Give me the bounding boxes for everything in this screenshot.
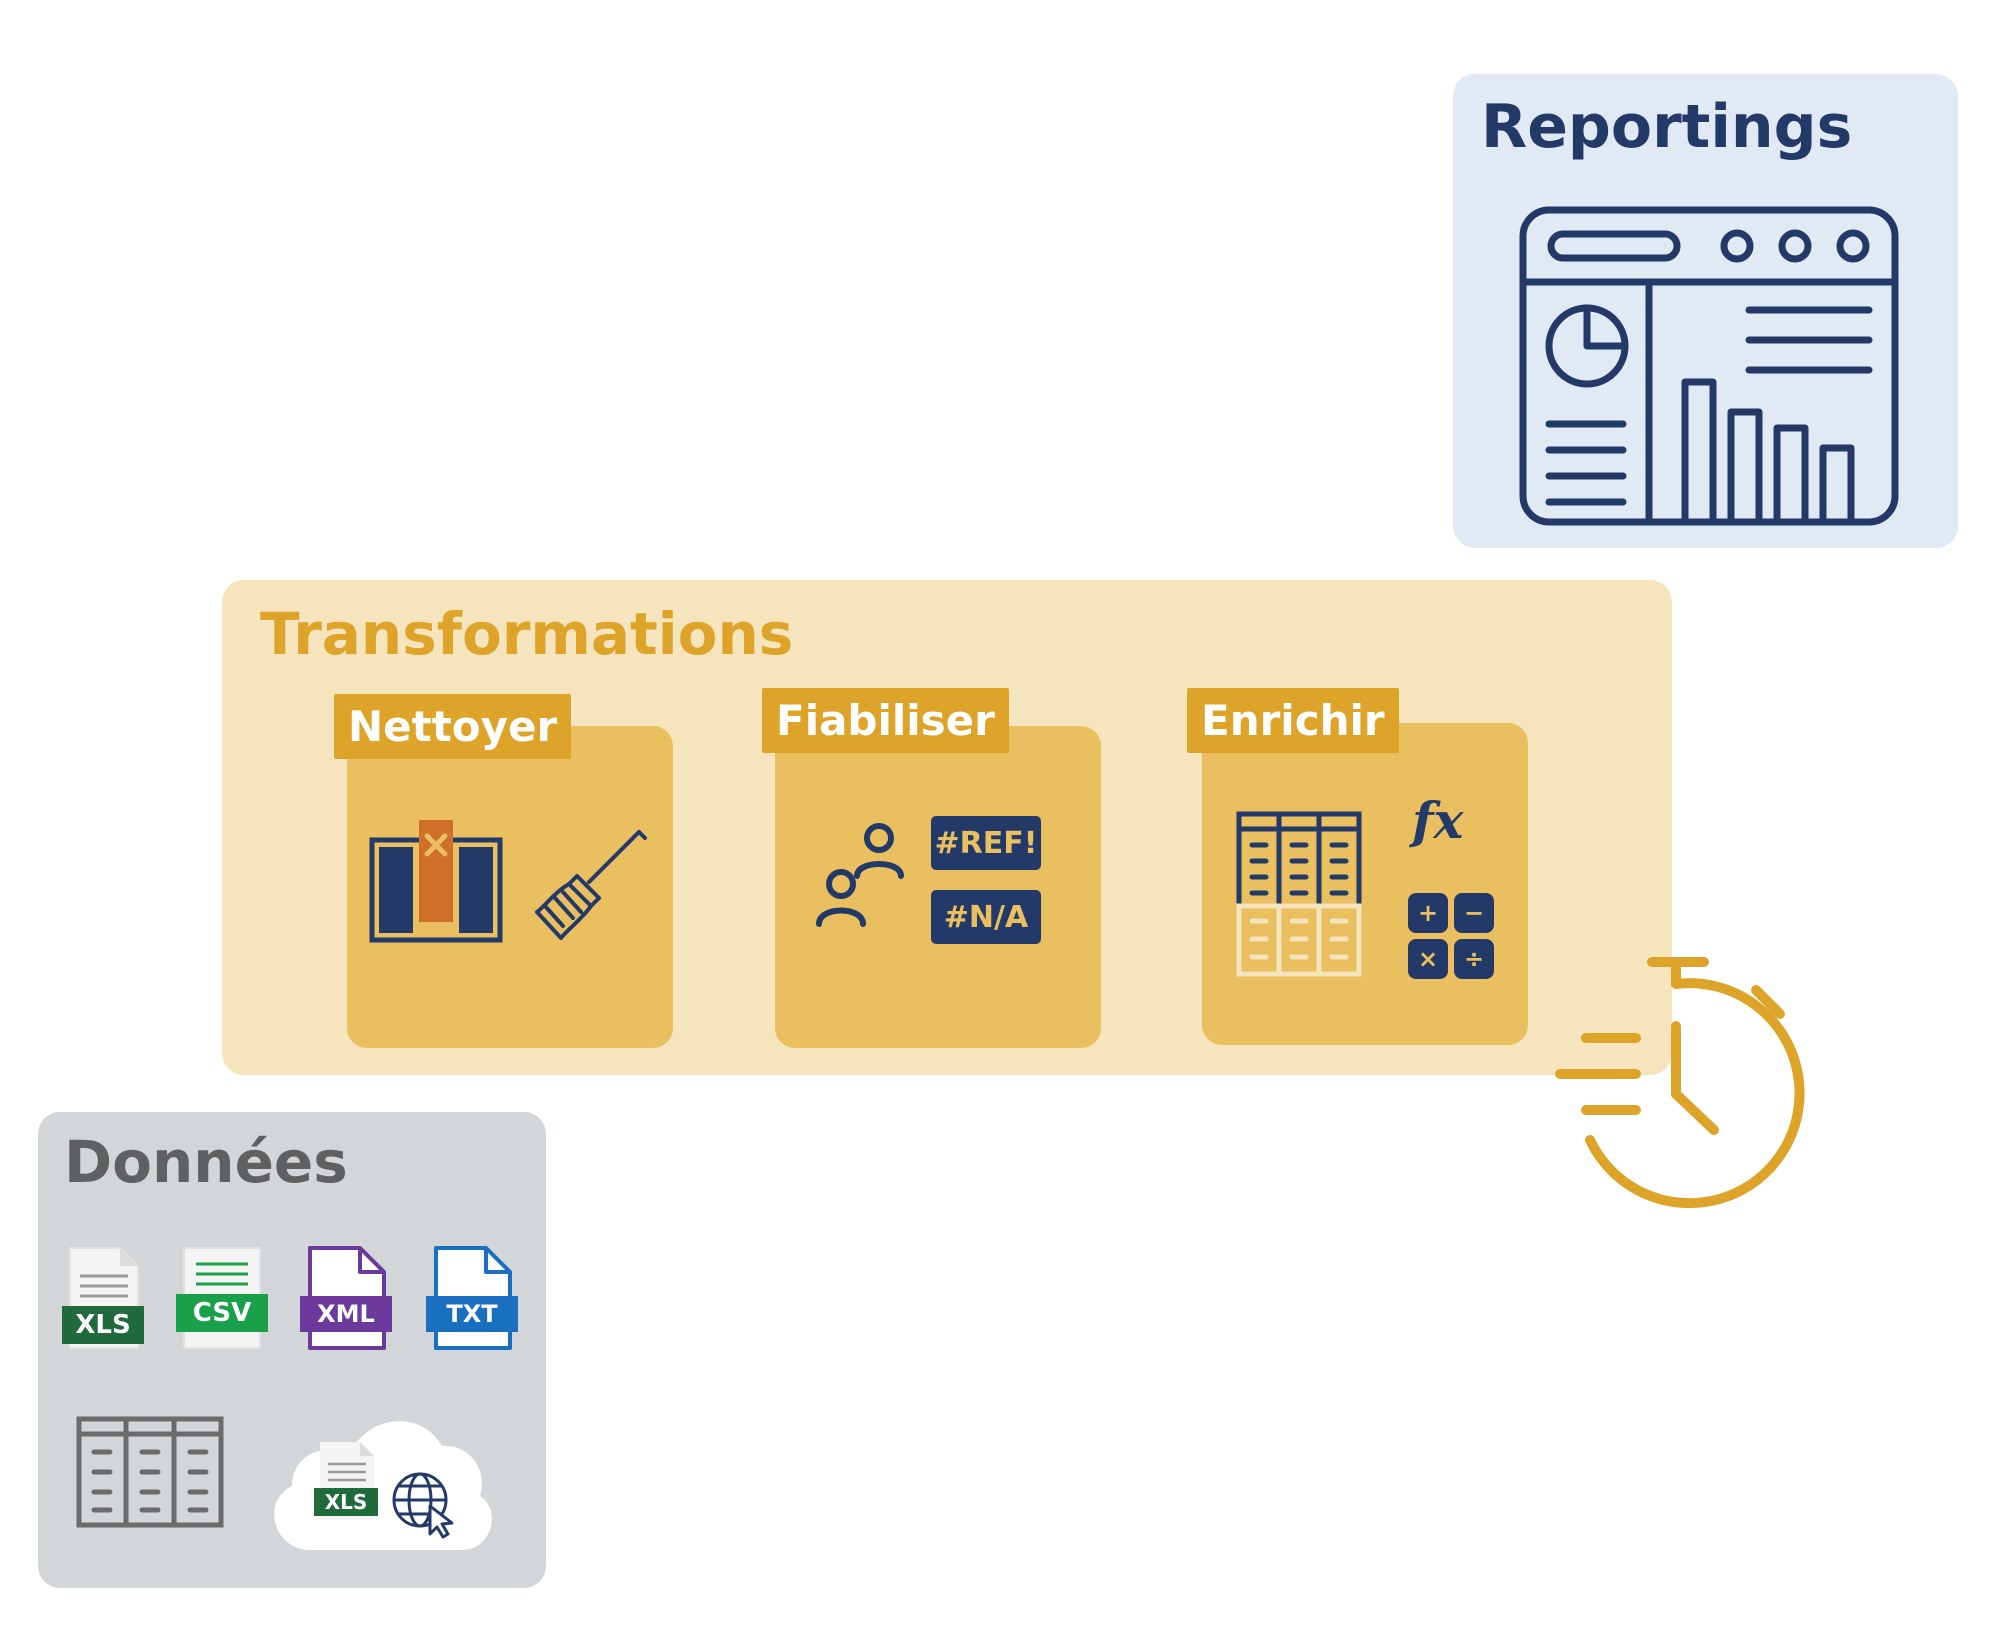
formula-fx-icon: fx: [1412, 791, 1464, 850]
csv-file-icon: CSV: [176, 1246, 268, 1352]
xls-file-icon: XLS: [62, 1246, 146, 1352]
xml-label: XML: [300, 1296, 392, 1332]
calc-multiply-key: ×: [1408, 939, 1448, 979]
donnees-panel: Données XLS CSV XML TXT: [38, 1112, 546, 1588]
reportings-panel: Reportings: [1453, 74, 1958, 548]
xls-label: XLS: [62, 1306, 144, 1344]
error-ref-badge: #REF!: [931, 816, 1041, 870]
reportings-title: Reportings: [1481, 92, 1853, 162]
calc-divide-key: ÷: [1454, 939, 1494, 979]
card-nettoyer: [347, 726, 673, 1048]
error-na-text: #N/A: [943, 899, 1029, 935]
calculator-icon: + − × ÷: [1408, 893, 1496, 981]
xml-file-icon: XML: [300, 1246, 392, 1352]
table-icon: [1236, 811, 1362, 977]
calc-minus-key: −: [1454, 893, 1494, 933]
csv-label: CSV: [176, 1294, 268, 1332]
calc-plus-key: +: [1408, 893, 1448, 933]
cloud-icon: [274, 1421, 492, 1550]
error-ref-text: #REF!: [934, 825, 1038, 861]
cloud-xls-file-icon: XLS: [314, 1440, 380, 1522]
tag-fiabiliser: Fiabiliser: [762, 688, 1009, 753]
error-na-badge: #N/A: [931, 890, 1041, 944]
txt-file-icon: TXT: [426, 1246, 518, 1352]
tag-nettoyer: Nettoyer: [334, 694, 572, 759]
database-table-icon: [76, 1416, 224, 1528]
tag-enrichir: Enrichir: [1187, 688, 1399, 753]
dashboard-icon: [1519, 206, 1899, 526]
stopwatch-icon: [1555, 957, 1805, 1209]
donnees-title: Données: [64, 1128, 348, 1196]
transformations-title: Transformations: [260, 600, 794, 668]
card-fiabiliser: #REF! #N/A: [775, 726, 1101, 1048]
transformations-panel: Transformations Nettoyer: [222, 580, 1672, 1075]
users-icon: [816, 823, 904, 927]
broom-icon: [535, 830, 647, 940]
card-enrichir: fx + − × ÷: [1202, 723, 1528, 1045]
cloud-xls-label: XLS: [314, 1488, 378, 1516]
globe-cursor-icon: [392, 1472, 454, 1539]
txt-label: TXT: [426, 1296, 518, 1332]
column-remove-icon: [369, 820, 503, 943]
